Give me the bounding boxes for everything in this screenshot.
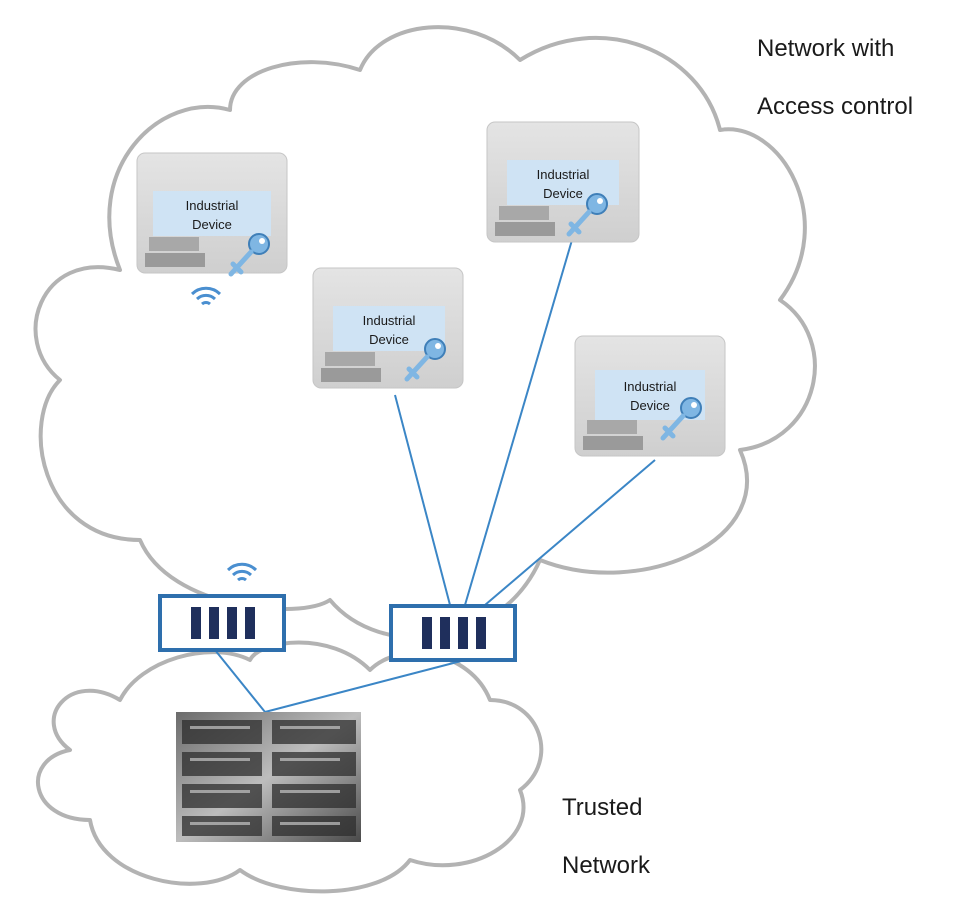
switch-icon	[422, 617, 486, 649]
device-label-line2: Device	[543, 186, 583, 201]
server-rack-icon	[176, 712, 361, 842]
device-label-line1: Industrial	[537, 167, 590, 182]
wifi-icon	[190, 286, 222, 306]
link-ap-server	[214, 649, 266, 713]
industrial-device-2: Industrial Device	[312, 267, 464, 389]
device-label-line2: Device	[192, 217, 232, 232]
label-line2: Access control	[757, 93, 914, 120]
trusted-network-label: Trusted Network	[562, 764, 650, 880]
label-line2: Network	[562, 852, 651, 879]
link-device4-switch	[484, 459, 656, 606]
device-label-line1: Industrial	[186, 198, 239, 213]
link-device2-switch	[394, 394, 451, 606]
access-control-network-label: Network with Access control	[757, 5, 913, 121]
label-line1: Trusted	[562, 794, 643, 821]
device-label-line1: Industrial	[624, 379, 677, 394]
wifi-icon	[226, 562, 258, 582]
access-control-cloud	[33, 25, 817, 640]
industrial-device-4: Industrial Device	[574, 335, 726, 457]
device-label-line1: Industrial	[363, 313, 416, 328]
industrial-device-3: Industrial Device	[486, 121, 640, 243]
device-label-line2: Device	[630, 398, 670, 413]
wireless-access-point	[158, 562, 286, 652]
switch-icon	[191, 607, 255, 639]
network-links	[214, 239, 656, 713]
network-switch	[389, 604, 517, 662]
link-device3-switch	[464, 239, 573, 606]
industrial-device-1: Industrial Device	[136, 152, 288, 274]
link-switch-server	[264, 659, 466, 713]
label-line1: Network with	[757, 35, 895, 62]
device-label-line2: Device	[369, 332, 409, 347]
